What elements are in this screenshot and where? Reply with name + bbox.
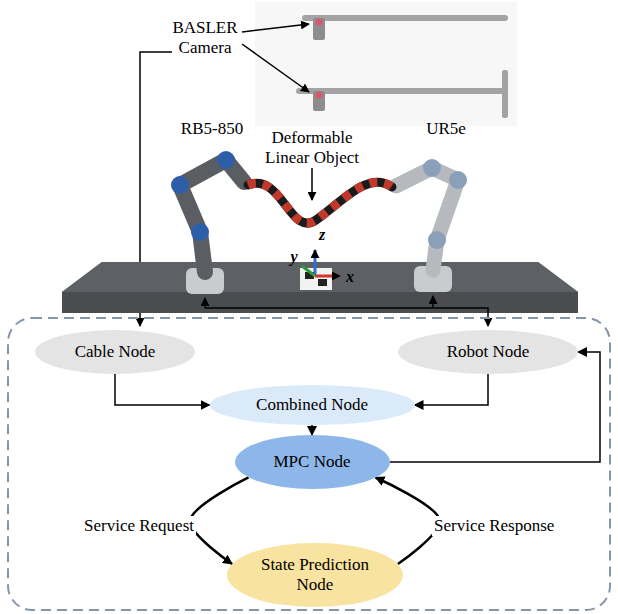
node-label: MPC Node <box>274 452 351 472</box>
robot-joint <box>428 231 446 249</box>
camera-rod <box>296 88 506 94</box>
camera-marker <box>316 92 323 99</box>
photo-ground <box>255 2 517 126</box>
camera-marker <box>316 19 323 26</box>
y-axis <box>302 266 315 276</box>
robot-arm <box>396 168 458 270</box>
robot-joint <box>423 159 441 177</box>
part-label: Deformable Linear Object <box>257 128 367 167</box>
ros-node-ellipse: MPC Node <box>235 435 390 489</box>
node-label: Robot Node <box>447 342 530 362</box>
camera-post <box>502 70 508 118</box>
ur5e-robot <box>396 159 467 292</box>
deformable-cable <box>248 182 392 223</box>
ros-system-frame <box>8 318 610 610</box>
node-label: State Prediction Node <box>255 555 375 594</box>
ros-node-ellipse: State Prediction Node <box>227 543 403 608</box>
deformable-cable <box>248 182 392 223</box>
axis-label: x <box>346 268 354 286</box>
connector-arrow <box>190 477 248 563</box>
robot-arm <box>180 160 244 272</box>
leader-arrow <box>242 24 309 32</box>
ros-node-ellipse: Robot Node <box>398 330 578 374</box>
axis-label: z <box>319 226 325 244</box>
x-axis <box>315 275 340 278</box>
connector-arrow <box>415 374 489 405</box>
z-axis <box>314 250 317 276</box>
robot-joint <box>171 176 189 194</box>
part-label: BASLER Camera <box>165 18 245 57</box>
camera-body <box>313 91 325 111</box>
robot-joint <box>191 223 209 241</box>
edge-label: Service Request <box>82 516 196 536</box>
rb5-robot <box>171 151 244 294</box>
camera-rig-photo <box>255 2 517 126</box>
part-label: RB5-850 <box>181 119 243 139</box>
connector-arrow <box>375 477 439 563</box>
edge-label: Service Response <box>432 516 556 536</box>
connector-arrow <box>115 374 210 405</box>
robot-joint <box>217 151 235 169</box>
axis-label: y <box>290 248 297 266</box>
aruco-marker <box>318 279 327 286</box>
part-label: UR5e <box>426 119 466 139</box>
robot-base-arrow <box>432 296 434 308</box>
node-label: Combined Node <box>256 395 368 415</box>
robot-base-arrow <box>204 298 206 308</box>
ros-node-ellipse: Combined Node <box>210 385 415 425</box>
connector-arrow <box>311 425 313 435</box>
table-top <box>62 262 578 292</box>
table-plate <box>62 262 578 313</box>
cable-leader-arrow <box>311 168 313 200</box>
node-label: Cable Node <box>75 342 156 362</box>
robot-joint <box>449 171 467 189</box>
leader-arrow <box>242 44 309 92</box>
camera-rod <box>302 15 508 21</box>
ros-node-ellipse: Cable Node <box>35 330 195 374</box>
camera-body <box>313 18 325 40</box>
